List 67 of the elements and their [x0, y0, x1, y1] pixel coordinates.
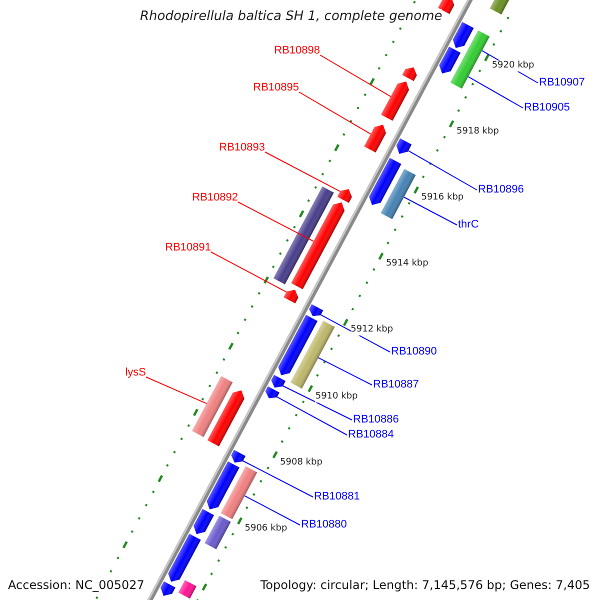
leader-line	[264, 152, 341, 192]
gene-pentagon	[271, 374, 286, 388]
gene-pentagon	[265, 386, 280, 398]
gene-bar	[204, 516, 231, 550]
gene-pentagon	[402, 67, 417, 82]
leader-line	[242, 460, 314, 498]
leader-line	[320, 314, 390, 352]
scale-label: 5920 kbp	[492, 60, 534, 72]
leader-line	[146, 376, 208, 404]
gene-label: RB10887	[373, 378, 419, 392]
gene-pentagon	[439, 46, 461, 74]
gene-label: RB10895	[253, 82, 299, 94]
gene-pentagon	[291, 202, 345, 290]
gene-bar	[490, 0, 511, 14]
gene-bar	[290, 320, 335, 389]
scale-label: 5918 kbp	[456, 126, 499, 138]
gene-pentagon	[452, 22, 474, 48]
scale-label: 5916 kbp	[421, 192, 464, 204]
gene-bar	[450, 58, 475, 89]
gene-label: RB10893	[219, 142, 265, 154]
genome-title: Rhodopirellula baltica SH 1, complete genome	[140, 9, 442, 25]
leader-line	[408, 150, 478, 190]
gene-pentagon	[160, 581, 176, 596]
scale-label: 5912 kbp	[350, 324, 394, 336]
gene-label: RB10886	[353, 414, 399, 426]
gene-bar	[380, 168, 416, 220]
gene-pentagon	[194, 509, 214, 534]
gene-label: thrC	[458, 218, 479, 232]
gene-bar	[463, 30, 490, 65]
leader-line	[282, 385, 352, 420]
gene-pentagon	[284, 290, 298, 304]
gene-label: RB10881	[314, 490, 360, 504]
gene-label: RB10890	[391, 346, 437, 358]
gene-bar	[220, 466, 258, 520]
gene-label: RB10896	[478, 184, 524, 196]
scale-label: 5914 kbp	[386, 258, 428, 270]
genome-stats-text: Topology: circular; Length: 7,145,576 bp; Genes: 7,405	[260, 578, 590, 592]
scale-label: 5910 kbp	[315, 391, 358, 402]
gene-label: RB10892	[192, 192, 238, 204]
leader-line	[318, 357, 372, 386]
gene-pentagon	[337, 189, 352, 203]
gene-label: lysS	[125, 366, 146, 380]
leader-line	[238, 202, 314, 242]
gene-pentagon	[364, 124, 386, 153]
gene-label: RB10884	[348, 428, 394, 442]
leader-line	[298, 92, 372, 135]
scale-label: 5908 kbp	[280, 457, 322, 468]
leader-line	[276, 396, 348, 436]
gene-bar	[178, 580, 196, 599]
leader-line	[210, 252, 287, 293]
gene-label: RB10907	[539, 76, 585, 90]
gene-pentagon	[231, 450, 246, 463]
scale-label: 5906 kbp	[244, 523, 288, 534]
gene-label: RB10898	[274, 44, 320, 58]
gene-pentagon	[438, 0, 454, 14]
leader-line	[403, 196, 458, 226]
gene-pentagon	[381, 82, 410, 121]
leader-line	[320, 54, 392, 98]
gene-label: RB10891	[165, 242, 211, 254]
leader-line	[244, 495, 300, 526]
gene-label: RB10880	[301, 518, 347, 532]
leader-line	[468, 76, 524, 108]
gene-pentagon	[309, 304, 324, 316]
gene-pentagon	[207, 390, 244, 446]
accession-text: Accession: NC_005027	[8, 578, 144, 592]
gene-label: RB10905	[524, 102, 570, 114]
gene-pentagon	[396, 138, 412, 154]
